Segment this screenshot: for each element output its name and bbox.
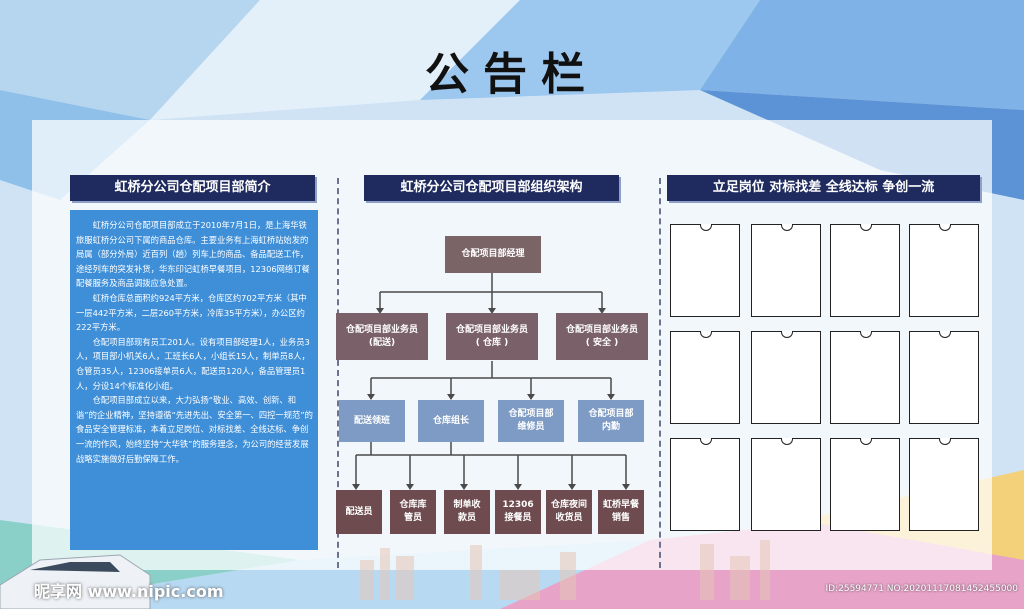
org-heading: 虹桥分公司仓配项目部组织架构 xyxy=(364,175,619,201)
intro-paragraph: 仓配项目部成立以来，大力弘扬“敬业、高效、创新、和谐”的企业精神，坚持遵循“先进… xyxy=(76,395,313,464)
org-node-night-receiver: 仓库夜间 收货员 xyxy=(546,490,592,534)
photo-frame xyxy=(909,224,979,317)
intro-paragraph: 虹桥分公司仓配项目部成立于2010年7月1日，是上海华铁旅服虹桥分公司下属的商品… xyxy=(76,220,310,289)
photo-frame xyxy=(670,438,740,531)
photo-frame xyxy=(830,438,900,531)
photo-frame xyxy=(909,331,979,424)
org-node-staff-warehouse: 仓配项目部业务员 ( 仓库 ) xyxy=(446,313,538,360)
photo-frame xyxy=(670,224,740,317)
page-title: 公告栏 xyxy=(425,49,599,100)
photo-frame xyxy=(751,331,821,424)
org-node-order-receiver: 12306 接餐员 xyxy=(495,490,541,534)
org-node-office-staff: 仓配项目部 内勤 xyxy=(578,400,644,442)
org-node-cashier: 制单收 款员 xyxy=(444,490,490,534)
org-node-staff-delivery: 仓配项目部业务员 (配送) xyxy=(336,313,428,360)
watermark-logo: 昵享网 www.nipic.com xyxy=(34,582,224,601)
photo-frame xyxy=(909,438,979,531)
slogan-heading: 立足岗位 对标找差 全线达标 争创一流 xyxy=(667,175,980,201)
org-node-maintenance: 仓配项目部 维修员 xyxy=(498,400,564,442)
photo-frame xyxy=(751,224,821,317)
org-node-courier: 配送员 xyxy=(336,490,382,534)
org-node-delivery-foreman: 配送领班 xyxy=(339,400,405,442)
divider-right xyxy=(659,178,661,568)
org-node-breakfast-sales: 虹桥早餐 销售 xyxy=(598,490,644,534)
photo-frame xyxy=(670,331,740,424)
intro-paragraph: 虹桥仓库总面积约924平方米，仓库区约702平方米（其中一层442平方米，二层2… xyxy=(76,292,307,333)
divider-left xyxy=(337,178,339,568)
org-node-storekeeper: 仓库库 管员 xyxy=(390,490,436,534)
photo-frame xyxy=(830,331,900,424)
org-node-staff-safety: 仓配项目部业务员 ( 安全 ) xyxy=(556,313,648,360)
org-node-manager: 仓配项目部经理 xyxy=(445,236,541,273)
photo-frame xyxy=(830,224,900,317)
intro-heading: 虹桥分公司仓配项目部简介 xyxy=(70,175,315,201)
org-node-warehouse-leader: 仓库组长 xyxy=(418,400,484,442)
intro-paragraph: 仓配项目部现有员工201人。设有项目部经理1人，业务员3人，项目部小机关6人，工… xyxy=(76,336,310,391)
intro-text-box: 虹桥分公司仓配项目部成立于2010年7月1日，是上海华铁旅服虹桥分公司下属的商品… xyxy=(70,210,318,550)
watermark-id: ID:25594771 NO:20201117081452455000 xyxy=(825,584,1019,594)
photo-frame xyxy=(751,438,821,531)
